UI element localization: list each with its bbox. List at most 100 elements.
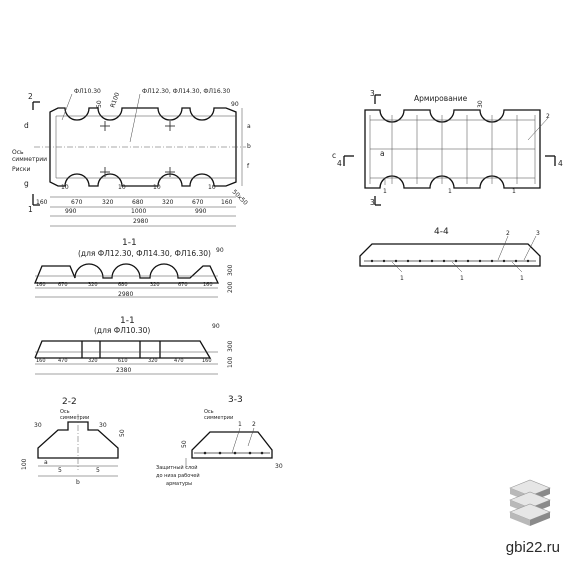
s11a-dim-160-l: 160 <box>36 282 46 288</box>
s33-axis-top: Ось <box>204 409 214 415</box>
s33-axis-bottom: симметрии <box>204 415 233 421</box>
plan-dim-990-right: 990 <box>195 208 207 215</box>
plan-section-2-marker <box>32 101 40 110</box>
s11b-dim-320-r: 320 <box>148 358 158 364</box>
section-4-4-profile <box>359 243 541 267</box>
section-1-1-a: 1-1 (для ФЛ12.30, ФЛ14.30, ФЛ16.30) 160 … <box>34 238 234 298</box>
reinf-mark-2: 2 <box>546 113 550 120</box>
s22-dim-5-l: 5 <box>58 467 62 474</box>
section-4-4: 4-4 1 1 1 2 3 <box>359 227 541 282</box>
plan-label-g: g <box>24 179 29 188</box>
stacked-slabs-logo-icon <box>509 479 551 526</box>
section-2-2-profile <box>37 421 119 459</box>
plan-risk-crosses <box>100 121 175 177</box>
s11a-right-200: 200 <box>227 281 234 293</box>
s22-axis-top: Ось <box>60 409 70 415</box>
s11a-total: 2980 <box>118 291 133 298</box>
s11b-dim-610: 610 <box>118 358 128 364</box>
s11b-right-100: 100 <box>227 356 234 368</box>
s11a-right-90: 90 <box>216 247 224 254</box>
s33-mark-2: 2 <box>252 421 256 428</box>
reinf-sec-3-bottom: 3 <box>370 198 375 207</box>
plan-section-2-label: 2 <box>28 92 33 101</box>
s11b-right-300: 300 <box>227 340 234 352</box>
plan-section-1-marker <box>32 194 40 206</box>
s22-dim-50: 50 <box>119 429 126 437</box>
s11a-dim-680: 680 <box>118 282 128 288</box>
s22-dim-a: a <box>44 459 48 466</box>
plan-risks-label: Риски <box>12 166 30 173</box>
plan-section-1-label: 1 <box>28 205 33 214</box>
s44-mark-3: 3 <box>536 230 540 237</box>
plan-dim-670-left: 670 <box>71 199 83 206</box>
s11a-dim-320-r: 320 <box>150 282 160 288</box>
section-2-2: 2-2 Ось симметрии 30 30 50 100 a 5 5 b <box>21 397 126 486</box>
watermark: gbi22.ru <box>500 478 572 568</box>
section-1-1-b-title: 1-1 <box>120 316 135 326</box>
plan-dim-1000: 1000 <box>131 208 146 215</box>
plan-dim-b: b <box>247 143 251 150</box>
s33-note-3: арматуры <box>166 481 192 487</box>
s11a-dim-670-l: 670 <box>58 282 68 288</box>
s22-dim-b: b <box>76 479 80 486</box>
watermark-site-text: gbi22.ru <box>505 539 560 556</box>
plan-dim-680: 680 <box>132 199 144 206</box>
section-2-2-title: 2-2 <box>62 397 77 407</box>
s11b-dim-470-r: 470 <box>174 358 184 364</box>
s33-dim-30: 30 <box>275 463 283 470</box>
section-1-1-b-profile <box>34 340 212 359</box>
plan-chamfer: 50x50 <box>231 188 249 206</box>
plan-dim-990-left: 990 <box>65 208 77 215</box>
s33-dim-50: 50 <box>181 440 188 448</box>
reinf-label-c: c <box>332 151 336 160</box>
s11a-dim-160-r: 160 <box>203 282 213 288</box>
s11b-right-90: 90 <box>212 323 220 330</box>
plan-outline <box>49 107 237 187</box>
s11b-dim-470-l: 470 <box>58 358 68 364</box>
reinf-sec-3-top: 3 <box>370 89 375 98</box>
section-1-1-a-subtitle: (для ФЛ12.30, ФЛ14.30, ФЛ16.30) <box>78 249 211 258</box>
plan-axis-label-bottom: симметрии <box>12 156 47 163</box>
plan-dim-10-b: 10 <box>118 184 126 191</box>
s22-dim-30-r: 30 <box>99 422 107 429</box>
reinf-mark-1-b: 1 <box>448 188 452 195</box>
plan-dim-r: R100 <box>109 91 121 108</box>
s22-axis-bottom: симметрии <box>60 415 89 421</box>
plan-dim-320-right: 320 <box>162 199 174 206</box>
plan-view: 2 1 ФЛ10.30 ФЛ12.30, ФЛ14.30, ФЛ16.30 Ос… <box>12 88 251 227</box>
s33-note-2: до низа рабочей <box>156 472 200 479</box>
section-1-1-a-title: 1-1 <box>122 238 137 248</box>
plan-dim-50-top: 50 <box>96 100 103 108</box>
plan-dim-a: a <box>247 123 251 130</box>
s22-dim-100: 100 <box>21 458 28 470</box>
plan-dim-10-c: 10 <box>153 184 161 191</box>
s44-mark-1-c: 1 <box>520 275 524 282</box>
s11b-dim-160-l: 160 <box>36 358 46 364</box>
s33-mark-1: 1 <box>238 421 242 428</box>
s33-rebar-dots <box>203 451 264 455</box>
reinforcement-title: Армирование <box>414 94 468 103</box>
section-3-3: 3-3 Ось симметрии 1 2 50 30 Защитный сло… <box>156 395 283 487</box>
plan-dim-320-left: 320 <box>102 199 114 206</box>
s11b-dim-160-r: 160 <box>202 358 212 364</box>
s22-dim-5-r: 5 <box>96 467 100 474</box>
plan-mark-group: ФЛ12.30, ФЛ14.30, ФЛ16.30 <box>142 88 230 95</box>
reinf-mark-1-a: 1 <box>383 188 387 195</box>
section-1-1-b-subtitle: (для ФЛ10.30) <box>94 326 150 335</box>
plan-dim-160-right: 160 <box>221 199 233 206</box>
section-1-1-a-profile <box>34 263 220 284</box>
reinf-mark-1-c: 1 <box>512 188 516 195</box>
plan-label-d: d <box>24 121 29 130</box>
reinf-dim-30: 30 <box>477 100 484 108</box>
section-1-1-b: 1-1 (для ФЛ10.30) 160 470 320 610 320 47… <box>34 316 234 375</box>
reinforcement-outline <box>364 109 541 189</box>
s44-mark-1-a: 1 <box>400 275 404 282</box>
plan-inner-outline <box>55 115 236 179</box>
section-3-3-profile <box>191 431 273 459</box>
reinf-sec-4-right: 4 <box>558 159 563 168</box>
plan-mark-fl10: ФЛ10.30 <box>74 88 101 95</box>
plan-dim-f: f <box>247 163 250 170</box>
s11a-dim-320-l: 320 <box>88 282 98 288</box>
reinf-label-a: a <box>380 149 385 158</box>
